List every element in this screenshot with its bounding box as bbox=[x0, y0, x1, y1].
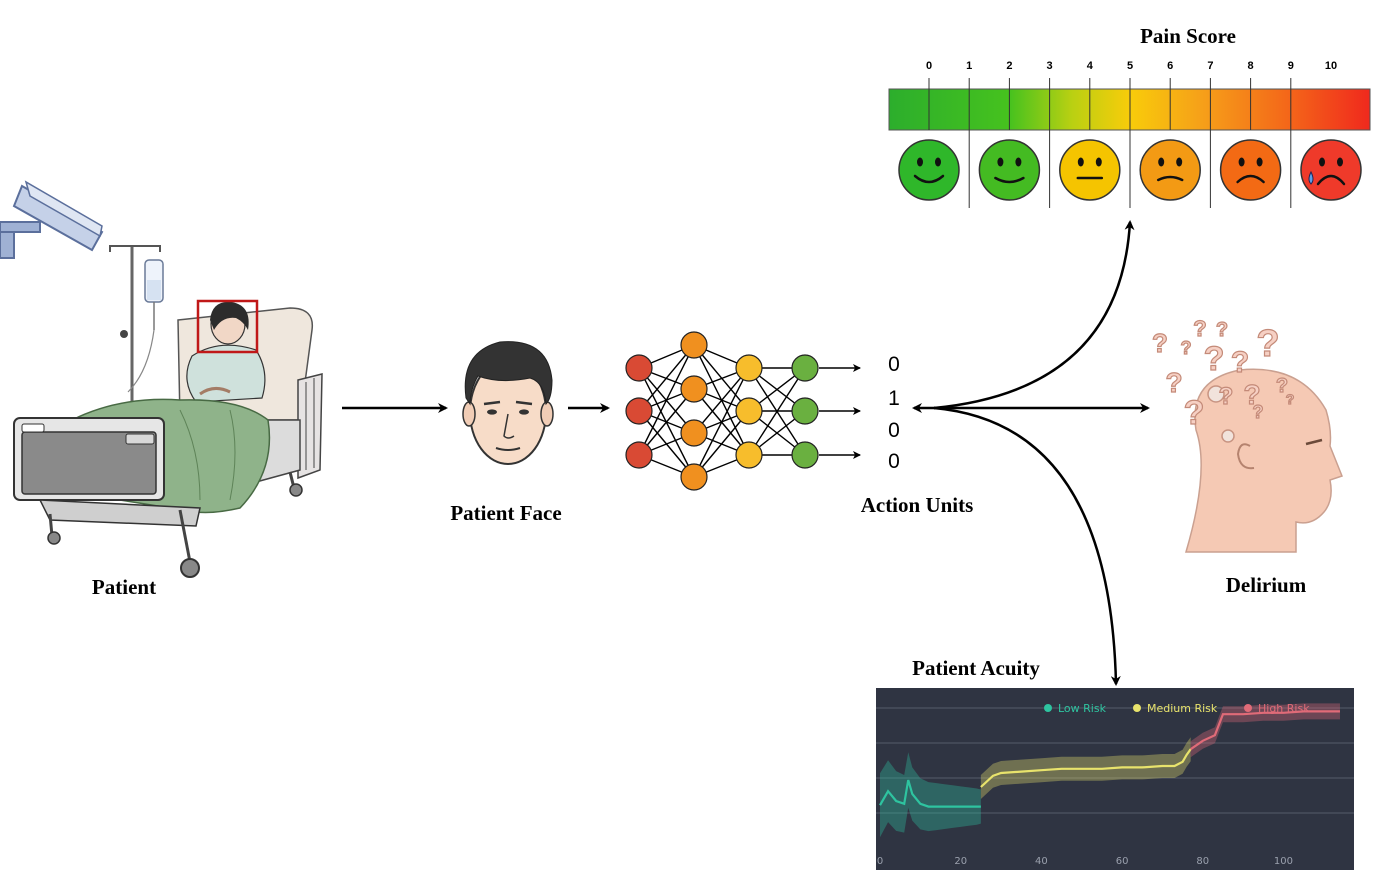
delirium-head-icon: ?????????????? bbox=[1151, 315, 1343, 553]
action-unit-value: 1 bbox=[888, 387, 900, 410]
arrow-to-acuity bbox=[933, 406, 1121, 686]
pain-tick-label: 1 bbox=[966, 60, 972, 72]
nn-node bbox=[735, 354, 763, 382]
legend-marker bbox=[1244, 704, 1252, 712]
pain-tick-label: 8 bbox=[1248, 60, 1254, 72]
nn-node bbox=[680, 463, 708, 491]
pain-face-icon bbox=[1139, 139, 1201, 201]
pain-face-icon bbox=[898, 139, 960, 201]
nn-node bbox=[625, 354, 653, 382]
security-camera-icon bbox=[0, 180, 104, 259]
legend-label: Low Risk bbox=[1058, 702, 1107, 715]
series-band bbox=[1190, 703, 1340, 758]
pain-tick-label: 0 bbox=[926, 60, 932, 72]
legend-marker bbox=[1133, 704, 1141, 712]
nn-node bbox=[680, 331, 708, 359]
patient-acuity-label: Patient Acuity bbox=[912, 656, 1040, 680]
question-mark-icon: ? bbox=[1152, 328, 1168, 358]
series-band bbox=[880, 752, 981, 838]
nn-connection bbox=[638, 388, 695, 456]
pain-tick-label: 9 bbox=[1288, 60, 1294, 72]
face-detection-box bbox=[196, 299, 259, 354]
action-unit-value: 0 bbox=[888, 419, 900, 442]
nn-node bbox=[791, 354, 819, 382]
pain-tick-label: 7 bbox=[1207, 60, 1213, 72]
action-unit-values: 0 1 0 0 bbox=[888, 353, 900, 473]
nn-connection bbox=[693, 367, 750, 434]
nn-connection bbox=[693, 367, 750, 478]
question-mark-icon: ? bbox=[1165, 367, 1182, 398]
nn-connection bbox=[693, 410, 750, 478]
question-mark-icon: ? bbox=[1253, 402, 1264, 422]
question-mark-icon: ? bbox=[1231, 346, 1249, 379]
pain-tick-label: 5 bbox=[1127, 60, 1133, 72]
patient-label: Patient bbox=[92, 575, 156, 599]
arrow-to-pain-score bbox=[933, 220, 1135, 410]
question-marks: ?????????????? bbox=[1151, 315, 1295, 432]
iv-pole-icon bbox=[109, 245, 164, 420]
nn-node bbox=[625, 441, 653, 469]
question-mark-icon: ? bbox=[1256, 323, 1279, 365]
patient-face-icon bbox=[462, 341, 554, 465]
pain-tick-label: 10 bbox=[1325, 60, 1337, 72]
nn-connection bbox=[638, 344, 695, 412]
nn-node bbox=[680, 375, 708, 403]
question-mark-icon: ? bbox=[1216, 319, 1228, 341]
pain-tick-label: 2 bbox=[1006, 60, 1012, 72]
question-mark-icon: ? bbox=[1276, 375, 1288, 397]
pain-face-icon bbox=[1219, 139, 1282, 201]
pain-score-title: Pain Score bbox=[1140, 24, 1236, 48]
chart-background bbox=[876, 688, 1354, 870]
question-mark-icon: ? bbox=[1204, 340, 1225, 378]
action-unit-value: 0 bbox=[888, 450, 900, 473]
x-tick-label: 40 bbox=[1035, 856, 1048, 867]
question-mark-icon: ? bbox=[1286, 391, 1295, 407]
question-mark-icon: ? bbox=[1181, 338, 1192, 358]
nn-node bbox=[735, 441, 763, 469]
x-tick-label: 0 bbox=[877, 856, 883, 867]
action-unit-value: 0 bbox=[888, 353, 900, 376]
pain-tick-label: 4 bbox=[1087, 60, 1094, 72]
pain-faces bbox=[898, 139, 1362, 201]
patient-bed-illustration bbox=[0, 180, 323, 578]
pain-ticks: 0 1 2 3 4 5 6 7 8 9 10 bbox=[926, 60, 1337, 208]
legend-label: High Risk bbox=[1258, 702, 1310, 715]
series-line bbox=[980, 748, 1192, 788]
question-mark-icon: ? bbox=[1193, 316, 1206, 341]
nn-connection bbox=[638, 344, 695, 456]
delirium-label: Delirium bbox=[1226, 573, 1307, 597]
x-tick-label: 60 bbox=[1116, 856, 1129, 867]
neural-network bbox=[625, 331, 861, 491]
pain-face-icon bbox=[1300, 139, 1362, 201]
nn-node bbox=[791, 397, 819, 425]
patient-face-label: Patient Face bbox=[450, 501, 561, 525]
question-mark-icon: ? bbox=[1243, 379, 1260, 410]
question-mark-icon: ? bbox=[1184, 394, 1205, 432]
nn-node bbox=[680, 419, 708, 447]
output-arrows bbox=[912, 220, 1150, 686]
pain-tick-label: 6 bbox=[1167, 60, 1173, 72]
pain-score-scale: Pain Score 0 1 2 3 4 5 6 7 8 9 10 bbox=[888, 24, 1371, 208]
patient-figure bbox=[186, 301, 266, 403]
legend-marker bbox=[1044, 704, 1052, 712]
action-units-label: Action Units bbox=[861, 493, 974, 517]
x-tick-label: 20 bbox=[954, 856, 967, 867]
series-line bbox=[1190, 710, 1340, 751]
x-tick-label: 100 bbox=[1274, 856, 1293, 867]
nn-node bbox=[791, 441, 819, 469]
nn-node bbox=[735, 397, 763, 425]
nn-connection bbox=[748, 367, 806, 456]
pain-face-icon bbox=[1059, 139, 1121, 201]
legend-label: Medium Risk bbox=[1147, 702, 1218, 715]
question-mark-icon: ? bbox=[1219, 383, 1234, 410]
pain-face-icon bbox=[978, 139, 1041, 201]
x-tick-label: 80 bbox=[1196, 856, 1209, 867]
nn-node bbox=[625, 397, 653, 425]
pain-tick-label: 3 bbox=[1047, 60, 1053, 72]
patient-acuity-chart: Low Risk Medium Risk High Risk 0 20 40 60 80 100 bbox=[876, 688, 1354, 870]
series-line bbox=[879, 779, 981, 808]
